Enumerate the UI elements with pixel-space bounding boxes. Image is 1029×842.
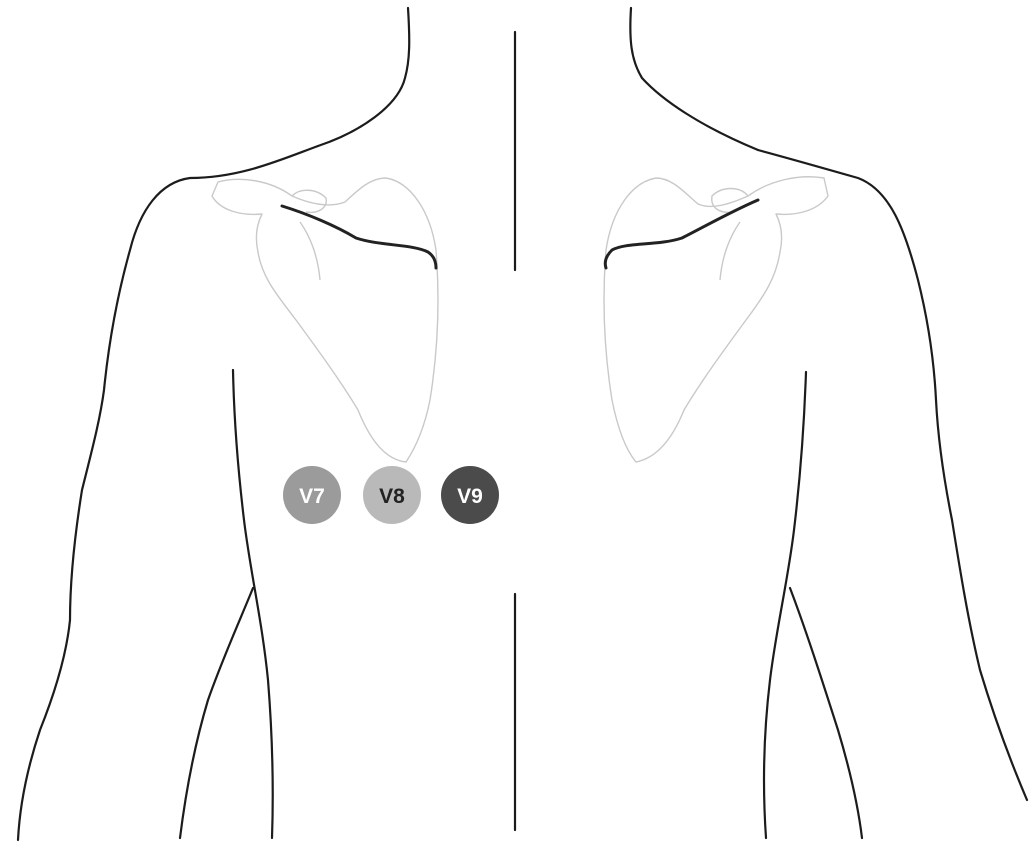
left-inner-arm-outline xyxy=(180,588,253,838)
right-scapular-spine xyxy=(605,200,758,268)
left-torso-outline xyxy=(233,370,273,838)
electrode-v8-label: V8 xyxy=(379,485,405,508)
neck-right-outline xyxy=(630,8,758,150)
electrode-v8: V8 xyxy=(363,466,421,524)
electrode-v9-label: V9 xyxy=(457,485,483,508)
right-scapula-acromion xyxy=(712,189,748,213)
right-torso-outline xyxy=(764,372,806,838)
electrode-v9: V9 xyxy=(441,466,499,524)
right-inner-arm-outline xyxy=(790,588,862,838)
electrode-v7: V7 xyxy=(283,466,341,524)
left-scapular-spine xyxy=(282,206,436,268)
left-shoulder-arm-outline xyxy=(18,146,318,840)
electrode-v7-label: V7 xyxy=(299,485,325,508)
left-scapula-acromion xyxy=(292,190,326,212)
neck-left-outline xyxy=(318,8,409,146)
right-shoulder-arm-outline xyxy=(758,150,1027,800)
left-scapula-inner-edge xyxy=(300,222,320,280)
right-scapula-inner-edge xyxy=(720,222,740,280)
